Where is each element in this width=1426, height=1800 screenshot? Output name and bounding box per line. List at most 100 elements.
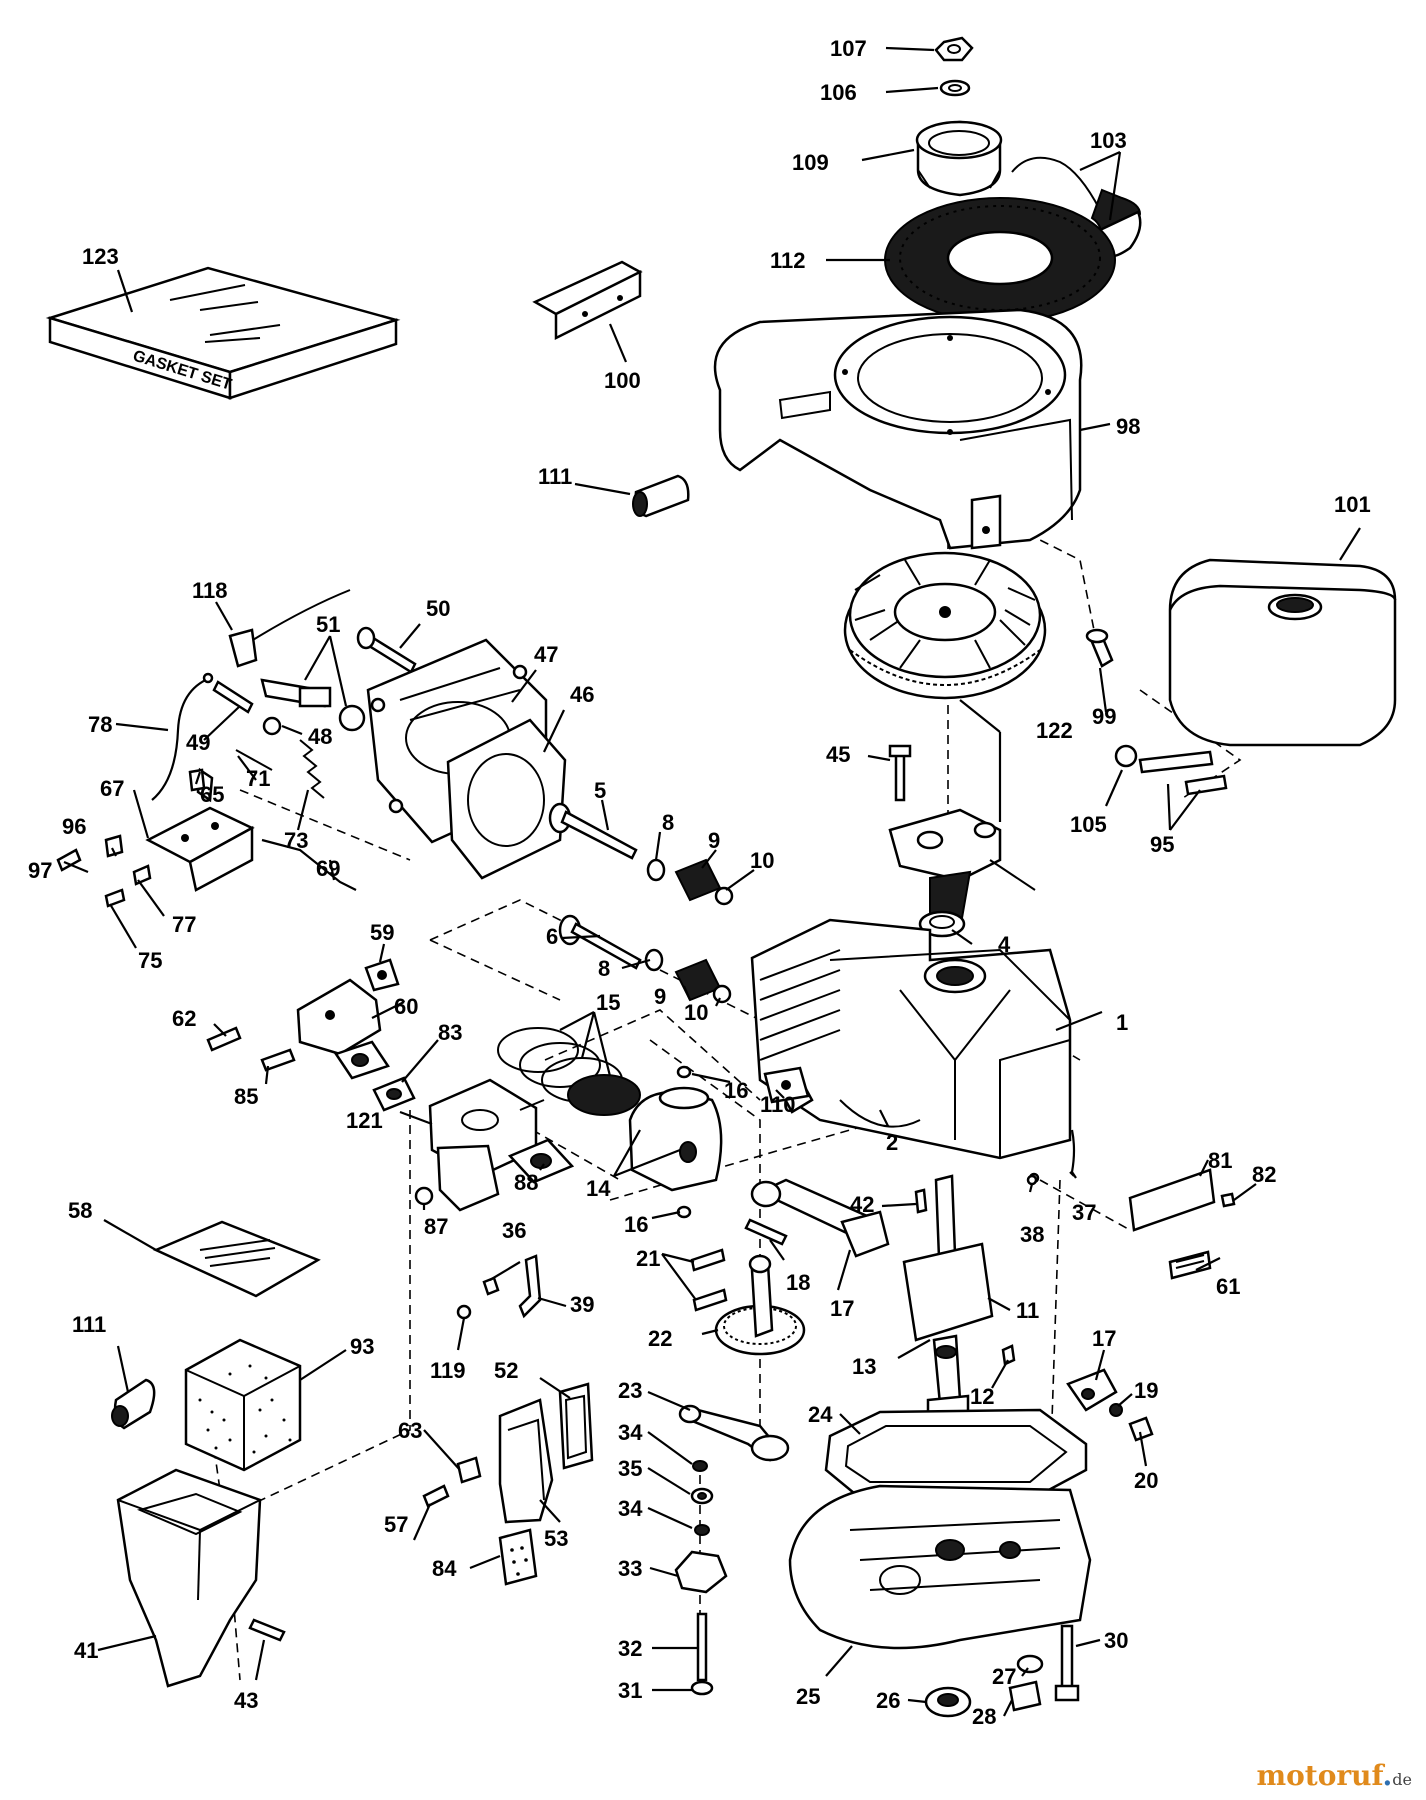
label-60: 60 (394, 994, 418, 1019)
label-8-bottom: 8 (598, 956, 610, 981)
label-49: 49 (186, 730, 210, 755)
label-38: 38 (1020, 1222, 1044, 1247)
label-105: 105 (1070, 812, 1107, 837)
label-33: 33 (618, 1556, 642, 1581)
label-106: 106 (820, 80, 857, 105)
oil-sump (788, 1484, 1092, 1650)
label-103: 103 (1090, 128, 1127, 153)
label-13: 13 (852, 1354, 876, 1379)
label-37: 37 (1072, 1200, 1096, 1225)
label-81: 81 (1208, 1148, 1232, 1173)
label-95: 95 (1150, 832, 1174, 857)
label-107: 107 (830, 36, 867, 61)
bracket-100 (532, 260, 643, 341)
governor-lever (482, 1254, 542, 1319)
label-20: 20 (1134, 1468, 1158, 1493)
label-16-top: 16 (724, 1078, 748, 1103)
label-57: 57 (384, 1512, 408, 1537)
label-11: 11 (1016, 1298, 1039, 1323)
bolt-45 (888, 744, 912, 802)
starter-top-parts (915, 36, 1003, 197)
fuel-tank (1168, 558, 1397, 747)
label-21: 21 (636, 1246, 660, 1271)
label-16-bottom: 16 (624, 1212, 648, 1237)
label-87: 87 (424, 1214, 448, 1239)
label-23: 23 (618, 1378, 642, 1403)
label-17-bottom: 17 (1092, 1326, 1116, 1351)
label-30: 30 (1104, 1628, 1128, 1653)
cylinder-block (750, 918, 1072, 1160)
name-plate (1128, 1168, 1236, 1280)
label-63: 63 (398, 1418, 422, 1443)
label-9-bottom: 9 (654, 984, 666, 1009)
label-1: 1 (1116, 1010, 1128, 1035)
label-6: 6 (546, 924, 558, 949)
label-101: 101 (1334, 492, 1371, 517)
label-69: 69 (316, 856, 340, 881)
label-99: 99 (1092, 704, 1116, 729)
label-19: 19 (1134, 1378, 1158, 1403)
label-2: 2 (886, 1130, 898, 1155)
label-22: 22 (648, 1326, 672, 1351)
breather-assembly (498, 1382, 594, 1524)
link-69 (261, 838, 357, 891)
oil-pump-stack (674, 1460, 728, 1696)
sleeve-111-lower (111, 1378, 156, 1430)
label-46: 46 (570, 682, 594, 707)
piston (628, 1086, 723, 1192)
label-84: 84 (432, 1556, 457, 1581)
label-61: 61 (1216, 1274, 1240, 1299)
label-83: 83 (438, 1020, 462, 1045)
label-8-top: 8 (662, 810, 674, 835)
label-26: 26 (876, 1688, 900, 1713)
label-123: 123 (82, 244, 119, 269)
label-31: 31 (618, 1678, 642, 1703)
label-50: 50 (426, 596, 450, 621)
label-9-top: 9 (708, 828, 720, 853)
label-34-top: 34 (618, 1420, 643, 1445)
label-111-bottom: 111 (72, 1312, 106, 1337)
label-110: 110 (760, 1092, 796, 1117)
label-75: 75 (138, 948, 162, 973)
screws-63-57 (422, 1456, 482, 1508)
screw-97-clip-96 (56, 834, 124, 872)
ignition-module (888, 808, 1036, 924)
label-45: 45 (826, 742, 850, 767)
screw-119 (456, 1304, 472, 1320)
carb-adapter-88 (507, 1138, 575, 1184)
label-100: 100 (604, 368, 641, 393)
watermark-dot: . (1382, 1759, 1393, 1792)
valve-tappets (690, 1248, 728, 1312)
label-122: 122 (1036, 718, 1073, 743)
label-77: 77 (172, 912, 196, 937)
label-42: 42 (850, 1192, 874, 1217)
label-109: 109 (792, 150, 829, 175)
label-39: 39 (570, 1292, 594, 1317)
label-27: 27 (992, 1664, 1016, 1689)
label-10-top: 10 (750, 848, 774, 873)
label-12: 12 (970, 1384, 994, 1409)
label-18: 18 (786, 1270, 810, 1295)
label-112: 112 (770, 248, 806, 273)
label-36: 36 (502, 1218, 526, 1243)
label-85: 85 (234, 1084, 258, 1109)
head-gasket (446, 718, 567, 880)
gasket-83 (372, 1076, 416, 1112)
rod-bolt-18 (744, 1218, 788, 1246)
label-25: 25 (796, 1684, 820, 1709)
label-32: 32 (618, 1636, 642, 1661)
label-4: 4 (998, 932, 1011, 957)
screws-77-75 (104, 864, 152, 908)
label-93: 93 (350, 1334, 374, 1359)
label-35: 35 (618, 1456, 642, 1481)
rod-cap (1066, 1368, 1154, 1442)
leader-lines (63, 46, 1361, 1717)
flywheel (843, 551, 1047, 700)
rotating-screen (884, 197, 1116, 323)
label-52: 52 (494, 1358, 518, 1383)
sleeve-111-top (632, 474, 690, 518)
label-111-top: 111 (538, 464, 572, 489)
watermark-brand: motoruf (1256, 1759, 1383, 1792)
blower-housing (713, 308, 1083, 550)
